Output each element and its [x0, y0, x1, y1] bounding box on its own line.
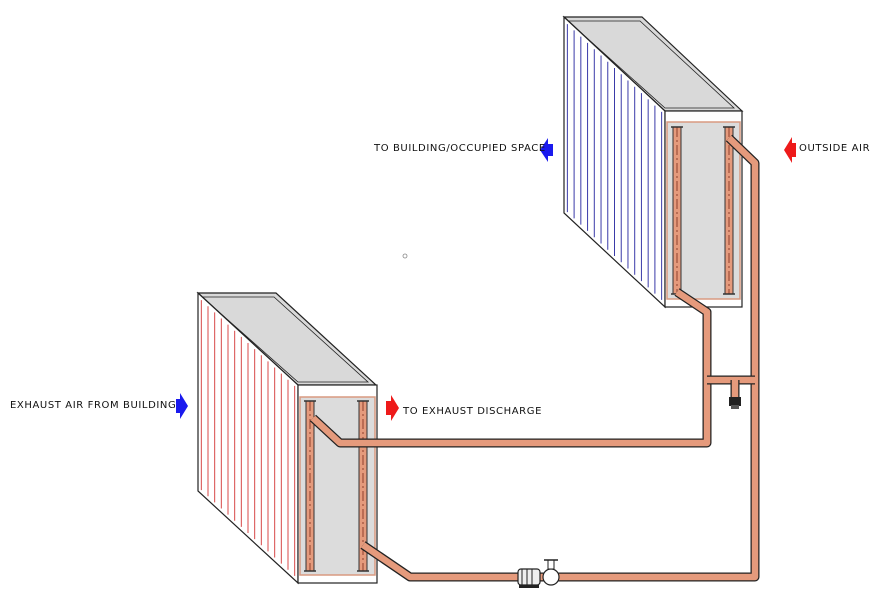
to-building-label: TO BUILDING/OCCUPIED SPACE	[374, 143, 546, 154]
exhaust-coil-fins	[200, 300, 296, 576]
circulating-pump-icon	[517, 559, 560, 588]
exhaust-coil	[196, 291, 378, 585]
piping-loop	[309, 134, 760, 582]
outside-air-arrow-icon	[784, 137, 796, 163]
exhaust-discharge-arrow-icon	[386, 395, 399, 421]
supply-coil-fins	[566, 24, 663, 300]
outside-air-label: OUTSIDE AIR	[799, 143, 871, 154]
supply-coil	[562, 15, 744, 309]
supply-air-arrow-icon	[540, 138, 553, 162]
exhaust-air-arrow-icon	[176, 393, 188, 419]
exhaust-discharge-label: TO EXHAUST DISCHARGE	[403, 406, 542, 417]
drain-valve-icon	[729, 397, 741, 409]
exhaust-air-label: EXHAUST AIR FROM BUILDING	[10, 400, 177, 411]
